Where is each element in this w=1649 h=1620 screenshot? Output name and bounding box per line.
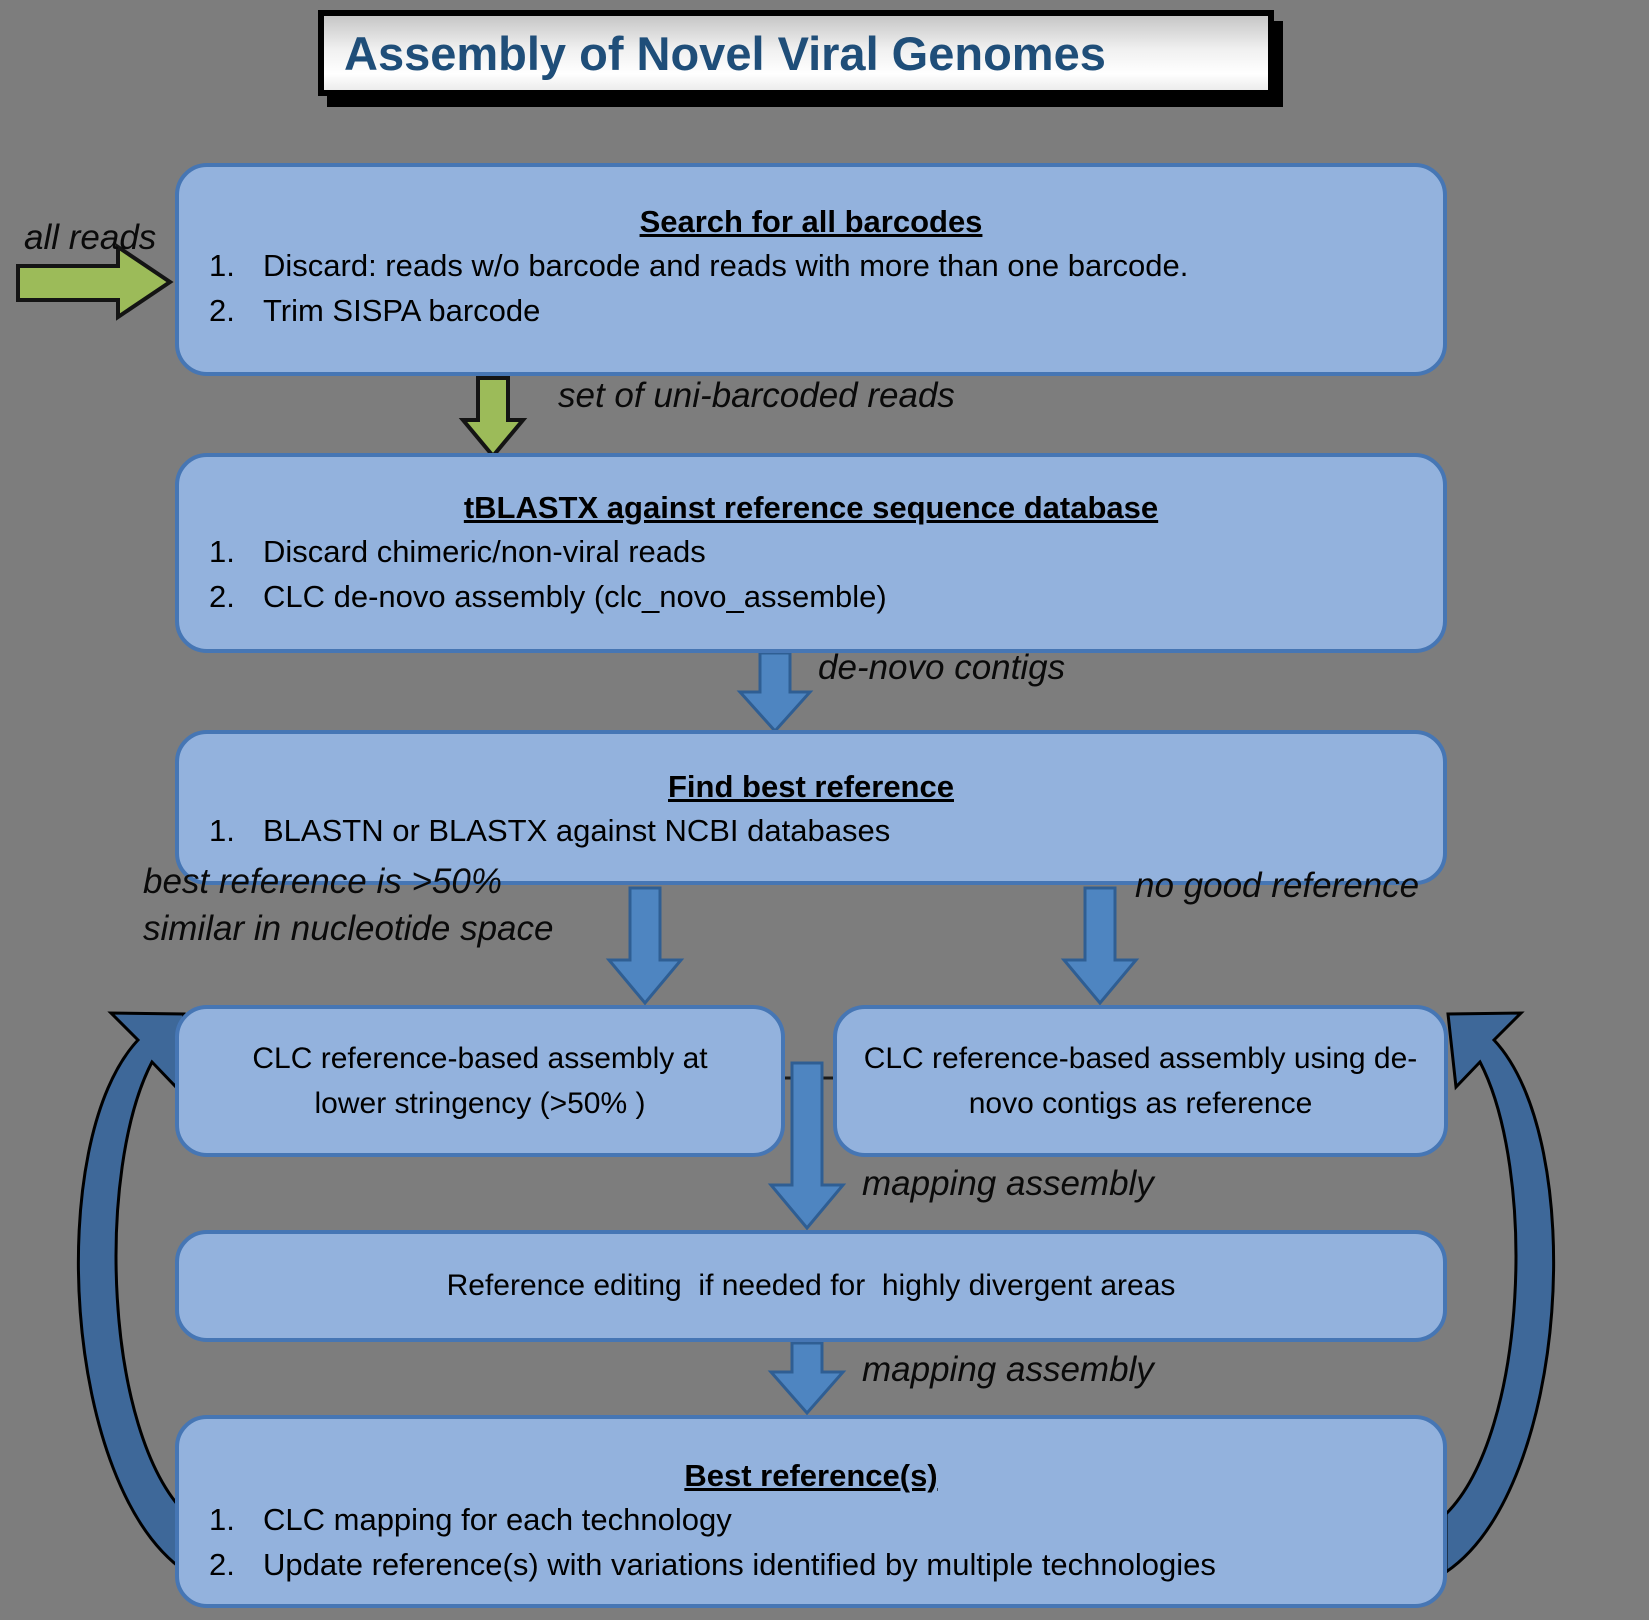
list-item: 1. Discard: reads w/o barcode and reads … bbox=[179, 243, 1443, 288]
list-item-text: BLASTN or BLASTX against NCBI databases bbox=[263, 813, 891, 848]
box-clc-lower-stringency-line1: CLC reference-based assembly at bbox=[252, 1042, 708, 1075]
label-best-reference-similar-line1: best reference is >50% bbox=[143, 862, 502, 901]
label-all-reads: all reads bbox=[24, 218, 157, 257]
list-item: 1. Discard chimeric/non-viral reads bbox=[179, 529, 1443, 574]
feedback-loop-left-arrow-icon bbox=[76, 1011, 188, 1575]
list-item-number: 1. bbox=[209, 534, 235, 569]
list-item-number: 1. bbox=[209, 1502, 235, 1537]
box-clc-denovo-reference-line1: CLC reference-based assembly using de- bbox=[863, 1042, 1418, 1075]
label-best-reference-similar: best reference is >50% similar in nucleo… bbox=[143, 858, 663, 952]
diagram-title: Assembly of Novel Viral Genomes bbox=[318, 10, 1274, 96]
list-item-number: 1. bbox=[209, 248, 235, 283]
feedback-loop-right-arrow-icon bbox=[1444, 1011, 1556, 1575]
label-mapping-assembly-1: mapping assembly bbox=[862, 1164, 1154, 1203]
list-item-text: Discard chimeric/non-viral reads bbox=[263, 534, 706, 569]
no-good-reference-branch-arrow-icon bbox=[1060, 886, 1140, 1006]
label-uni-barcoded-reads: set of uni-barcoded reads bbox=[558, 376, 955, 415]
box-find-best-reference-heading: Find best reference bbox=[668, 769, 954, 804]
box-clc-lower-stringency-line2: lower stringency (>50% ) bbox=[314, 1087, 646, 1120]
mapping-assembly-arrow-2-icon bbox=[767, 1341, 847, 1416]
list-item-text: Trim SISPA barcode bbox=[263, 293, 541, 328]
list-item: 2. Update reference(s) with variations i… bbox=[179, 1542, 1443, 1587]
list-item-number: 2. bbox=[209, 1547, 235, 1582]
box-search-barcodes: Search for all barcodes 1. Discard: read… bbox=[175, 163, 1447, 376]
list-item: 2. CLC de-novo assembly (clc_novo_assemb… bbox=[179, 574, 1443, 619]
list-item-text: CLC mapping for each technology bbox=[263, 1502, 732, 1537]
label-best-reference-similar-line2: similar in nucleotide space bbox=[143, 909, 554, 948]
list-item: 1. BLASTN or BLASTX against NCBI databas… bbox=[179, 808, 1443, 853]
box-search-barcodes-heading: Search for all barcodes bbox=[639, 204, 983, 239]
diagram-title-text: Assembly of Novel Viral Genomes bbox=[344, 26, 1106, 80]
list-item-number: 2. bbox=[209, 293, 235, 328]
box-clc-lower-stringency: CLC reference-based assembly at lower st… bbox=[175, 1005, 785, 1157]
list-item: 1. CLC mapping for each technology bbox=[179, 1497, 1443, 1542]
box-clc-denovo-reference: CLC reference-based assembly using de- n… bbox=[833, 1005, 1448, 1157]
uni-barcoded-arrow-icon bbox=[458, 376, 528, 460]
box-best-references: Best reference(s) 1. CLC mapping for eac… bbox=[175, 1415, 1447, 1608]
list-item-text: Discard: reads w/o barcode and reads wit… bbox=[263, 248, 1189, 283]
de-novo-contigs-arrow-icon bbox=[736, 651, 814, 734]
label-no-good-reference: no good reference bbox=[1135, 866, 1420, 905]
label-mapping-assembly-2: mapping assembly bbox=[862, 1350, 1154, 1389]
list-item: 2. Trim SISPA barcode bbox=[179, 288, 1443, 333]
list-item-text: Update reference(s) with variations iden… bbox=[263, 1547, 1216, 1582]
box-find-best-reference: Find best reference 1. BLASTN or BLASTX … bbox=[175, 730, 1447, 885]
box-best-references-heading: Best reference(s) bbox=[684, 1458, 938, 1493]
list-item-text: CLC de-novo assembly (clc_novo_assemble) bbox=[263, 579, 887, 614]
box-clc-denovo-reference-line2: novo contigs as reference bbox=[968, 1087, 1313, 1120]
list-item-number: 2. bbox=[209, 579, 235, 614]
box-reference-editing: Reference editing if needed for highly d… bbox=[175, 1230, 1447, 1342]
list-item-number: 1. bbox=[209, 813, 235, 848]
box-reference-editing-text: Reference editing if needed for highly d… bbox=[446, 1269, 1176, 1302]
label-de-novo-contigs: de-novo contigs bbox=[818, 648, 1066, 687]
box-tblastx: tBLASTX against reference sequence datab… bbox=[175, 453, 1447, 653]
box-tblastx-heading: tBLASTX against reference sequence datab… bbox=[463, 490, 1159, 525]
